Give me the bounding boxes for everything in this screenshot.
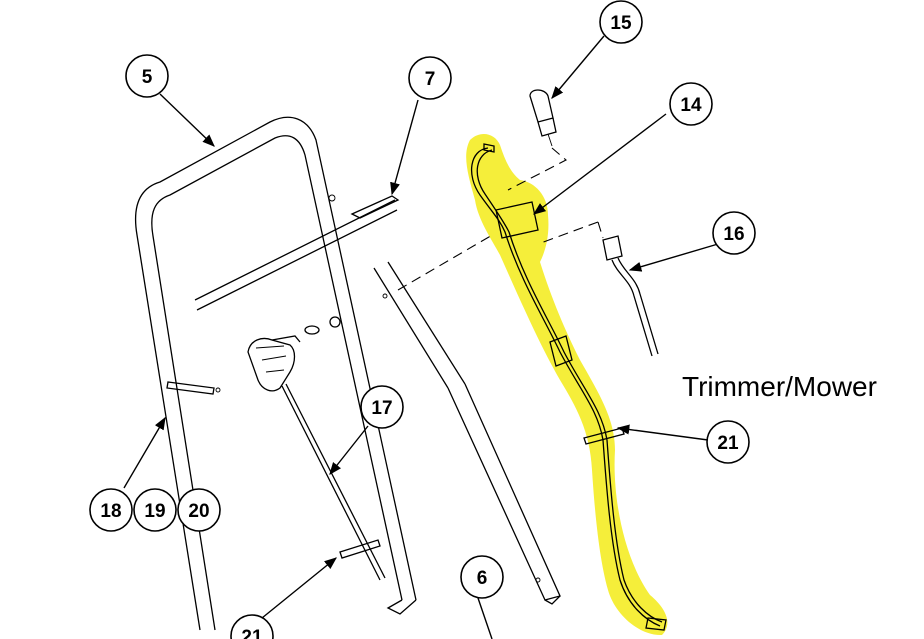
svg-text:17: 17: [371, 398, 392, 419]
callout-18: 18: [89, 488, 133, 532]
callout-20: 20: [177, 488, 221, 532]
callout-19: 19: [133, 488, 177, 532]
highlight-region: [466, 133, 668, 636]
svg-text:16: 16: [723, 224, 744, 245]
callout-17: 17: [360, 385, 404, 429]
svg-text:20: 20: [188, 501, 209, 522]
leader-lines: [123, 35, 719, 639]
svg-text:19: 19: [144, 501, 165, 522]
svg-text:7: 7: [425, 69, 436, 90]
callout-14: 14: [669, 82, 713, 126]
switch-part: [507, 89, 567, 191]
callout-6: 6: [460, 555, 504, 599]
svg-text:14: 14: [680, 95, 702, 116]
callout-21: 21: [706, 420, 750, 464]
cable-assembly: [470, 143, 667, 631]
svg-text:5: 5: [142, 67, 153, 88]
svg-text:18: 18: [100, 501, 121, 522]
svg-text:21: 21: [241, 627, 263, 639]
svg-text:21: 21: [717, 433, 739, 454]
connection-line: [397, 233, 495, 291]
callout-5: 5: [125, 54, 169, 98]
callout-21-lower: 21: [230, 614, 274, 639]
wire-part: [537, 221, 659, 357]
svg-text:15: 15: [610, 13, 632, 34]
callout-15: 15: [599, 0, 643, 44]
callout-16: 16: [712, 211, 756, 255]
lower-handle: [373, 261, 561, 605]
upper-handle: [134, 116, 417, 631]
svg-text:6: 6: [477, 568, 488, 589]
diagram-label: Trimmer/Mower: [682, 371, 877, 402]
throttle-control: [166, 316, 386, 581]
callout-7: 7: [408, 56, 452, 100]
